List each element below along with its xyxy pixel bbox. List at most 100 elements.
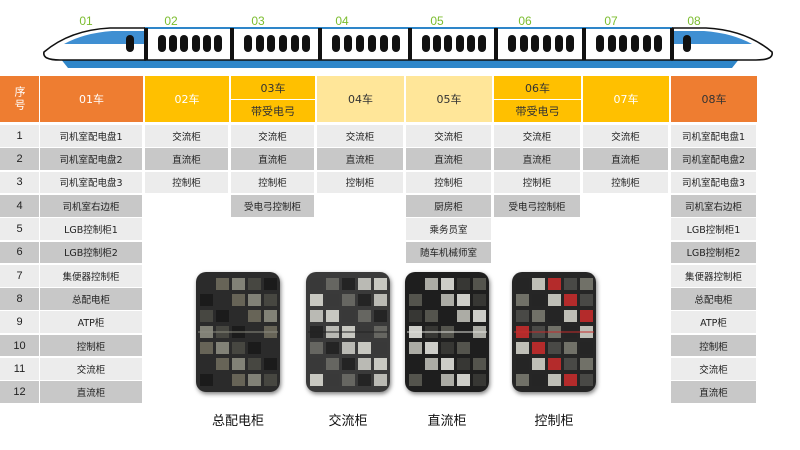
train-window (467, 35, 475, 52)
cabinet-cell: 总配电柜 (40, 288, 142, 310)
car-number-07: 07 (604, 14, 618, 28)
row-number: 12 (0, 381, 39, 404)
train-outline (43, 27, 773, 68)
car-number-01: 01 (79, 14, 93, 28)
train-window (169, 35, 177, 52)
car-coupling (318, 28, 322, 60)
row-number: 5 (0, 218, 39, 240)
train-window (158, 35, 166, 52)
photo-caption: 控制柜 (534, 414, 574, 429)
cabinet-cell: 直流柜 (231, 148, 314, 171)
cabinet-cell: 控制柜 (406, 171, 491, 194)
cabinet-cell: 司机室配电盘3 (671, 171, 756, 194)
cabinet-photo (405, 272, 489, 392)
cabinet-cell: 直流柜 (145, 148, 228, 171)
train-window (555, 35, 563, 52)
cabinet-cell: 司机室配电盘1 (40, 125, 142, 147)
train-window (683, 35, 691, 52)
row-number: 10 (0, 334, 39, 357)
cabinet-cell: 受电弓控制柜 (231, 194, 314, 217)
train-window (279, 35, 287, 52)
train-window (520, 35, 528, 52)
train-window (126, 35, 134, 52)
cabinet-cell: LGB控制柜1 (671, 218, 756, 240)
train-window (302, 35, 310, 52)
photo-caption: 交流柜 (328, 414, 368, 429)
photo-caption: 直流柜 (427, 414, 467, 429)
cabinet-cell: 交流柜 (40, 358, 142, 380)
row-number: 2 (0, 148, 39, 171)
cabinet-cell: 交流柜 (145, 125, 228, 147)
cabinet-cell: 集便器控制柜 (40, 264, 142, 287)
cabinet-cell: 司机室右边柜 (40, 194, 142, 217)
cabinet-cell: 交流柜 (583, 125, 668, 147)
cabinet-cell: 交流柜 (231, 125, 314, 147)
cabinet-cell: 司机室配电盘1 (671, 125, 756, 147)
train-window (456, 35, 464, 52)
cabinet-cell: 控制柜 (671, 334, 756, 357)
cabinet-cell: LGB控制柜1 (40, 218, 142, 240)
cabinet-cell: 直流柜 (583, 148, 668, 171)
train-window (344, 35, 352, 52)
train-window (256, 35, 264, 52)
train-window (608, 35, 616, 52)
car-coupling (582, 28, 586, 60)
cabinet-cell: 交流柜 (406, 125, 491, 147)
train-window (596, 35, 604, 52)
car-number-04: 04 (335, 14, 349, 28)
car-header-2: 02车 (145, 76, 229, 122)
cabinet-cell: LGB控制柜2 (671, 241, 756, 264)
cabinet-cell: 厨房柜 (406, 194, 491, 217)
row-number: 7 (0, 264, 39, 287)
car-header-4: 04车 (317, 76, 404, 122)
car-header-8: 08车 (671, 76, 757, 122)
cabinet-cell: 直流柜 (40, 381, 142, 404)
cabinet-cell: 乘务员室 (406, 218, 491, 240)
cabinet-cell: 交流柜 (494, 125, 580, 147)
train-window (244, 35, 252, 52)
cabinet-photo (512, 272, 596, 392)
train-window (566, 35, 574, 52)
row-number: 4 (0, 194, 39, 217)
train-window (392, 35, 400, 52)
train-window (291, 35, 299, 52)
cabinet-cell: 直流柜 (671, 381, 756, 404)
cabinet-cell: 随车机械师室 (406, 241, 491, 264)
car-header-6: 06车 (494, 76, 581, 99)
cabinet-cell: 控制柜 (231, 171, 314, 194)
photo-caption: 总配电柜 (211, 414, 264, 429)
car-number-08: 08 (687, 14, 701, 28)
row-number: 8 (0, 288, 39, 310)
row-number: 1 (0, 125, 39, 147)
train-window (368, 35, 376, 52)
train-window (422, 35, 430, 52)
car-header-5: 05车 (406, 76, 492, 122)
train-window (478, 35, 486, 52)
row-number: 6 (0, 241, 39, 264)
car-subheader-3: 带受电弓 (231, 99, 315, 122)
car-header-7: 07车 (583, 76, 669, 122)
car-number-06: 06 (518, 14, 532, 28)
cabinet-cell: 控制柜 (583, 171, 668, 194)
row-number: 3 (0, 171, 39, 194)
train-graphic (0, 0, 800, 72)
train-window (444, 35, 452, 52)
cabinet-cell: 交流柜 (317, 125, 403, 147)
cabinet-cell: ATP柜 (671, 311, 756, 334)
row-number: 11 (0, 358, 39, 380)
train-window (332, 35, 340, 52)
car-number-03: 03 (251, 14, 265, 28)
train-window (543, 35, 551, 52)
cabinet-cell: 司机室右边柜 (671, 194, 756, 217)
train-window (643, 35, 651, 52)
cabinet-cell: 交流柜 (671, 358, 756, 380)
cabinet-cell: 控制柜 (40, 334, 142, 357)
cabinet-cell: 控制柜 (317, 171, 403, 194)
cabinet-cell: 总配电柜 (671, 288, 756, 310)
train-window (631, 35, 639, 52)
train-window (433, 35, 441, 52)
cabinet-cell: ATP柜 (40, 311, 142, 334)
cabinet-cell: 集便器控制柜 (671, 264, 756, 287)
car-coupling (408, 28, 412, 60)
cabinet-photo (306, 272, 390, 392)
